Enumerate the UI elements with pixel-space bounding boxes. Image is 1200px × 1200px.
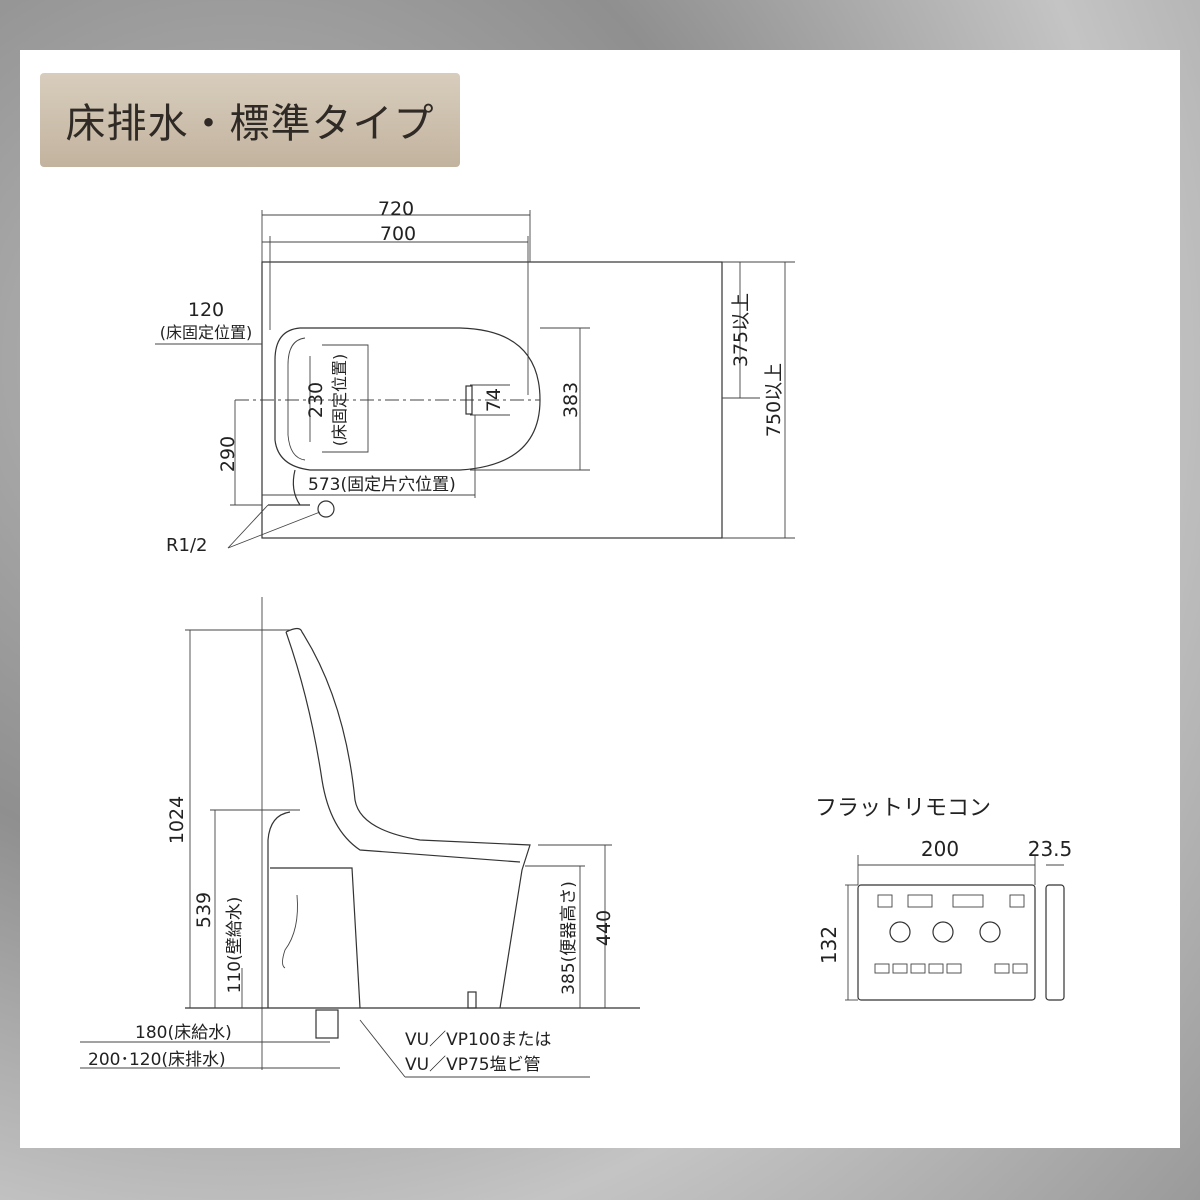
dim-180: 180(床給水) [135, 1023, 232, 1043]
remote-view: フラットリモコン 200 23.5 132 [815, 796, 1073, 1001]
drawing-line [267, 811, 361, 1009]
drawing-line [877, 894, 893, 908]
drawing-line [994, 963, 1010, 974]
dim-720: 720 [378, 198, 414, 220]
drawing-line [1009, 894, 1025, 908]
drawing-line [946, 963, 962, 974]
title-badge: 床排水・標準タイプ [40, 73, 460, 167]
dim-440: 440 [593, 910, 615, 946]
drawing-line [287, 337, 306, 461]
drawing-line [282, 894, 298, 969]
r12-label: R1/2 [166, 535, 207, 556]
dim-539: 539 [193, 892, 215, 928]
drawing-line [874, 963, 890, 974]
drawing-line [979, 921, 1001, 943]
remote-width: 200 [921, 837, 959, 861]
dim-383: 383 [560, 382, 582, 418]
dim-385: 385(便器高さ) [559, 881, 579, 995]
side-view: 1024 539 110(壁給水) 385(便器高さ) 440 180(床給水)… [80, 597, 640, 1078]
dim-74: 74 [483, 388, 505, 412]
drawing-line [910, 963, 926, 974]
drawing-line [359, 1019, 406, 1078]
drawing-line [928, 963, 944, 974]
dim-1024: 1024 [166, 796, 188, 844]
drawing-line [268, 469, 310, 506]
remote-height: 132 [817, 926, 841, 964]
drawing-line [315, 1009, 339, 1039]
dim-230: 230 [305, 382, 327, 418]
drawing-line [889, 921, 911, 943]
pipe-note-line2: VU／VP75塩ビ管 [405, 1055, 541, 1075]
drawing-line [285, 631, 521, 863]
drawing-line [317, 500, 335, 518]
drawing-line [1012, 963, 1028, 974]
dim-375: 375以上 [730, 293, 752, 367]
drawing-panel [20, 50, 1180, 1148]
drawing-line [467, 991, 477, 1009]
lid-outline [285, 627, 531, 1009]
dim-573: 573(固定片穴位置) [308, 475, 456, 495]
pipe-note-line1: VU／VP100または [405, 1030, 551, 1050]
drawing-line [465, 385, 473, 415]
toilet-outline [274, 327, 541, 471]
dim-110: 110(壁給水) [225, 897, 245, 994]
dim-200-120: 200･120(床排水) [88, 1050, 226, 1070]
drawing-line [907, 894, 933, 908]
dim-230-note: (床固定位置) [330, 354, 349, 447]
drawing-line [892, 963, 908, 974]
drawing-line [874, 963, 1028, 974]
dim-700: 700 [380, 223, 416, 245]
dim-120-note: (床固定位置) [160, 323, 253, 342]
dim-750: 750以上 [763, 363, 785, 437]
top-view: 720 700 120 (床固定位置) 230 (床固定位置) 290 74 [155, 198, 795, 556]
drawing-line [952, 894, 984, 908]
remote-depth: 23.5 [1028, 837, 1073, 861]
drawing-line [227, 504, 269, 549]
remote-side [1045, 884, 1065, 1001]
remote-front [857, 884, 1036, 1001]
drawing-line [227, 511, 321, 549]
remote-title: フラットリモコン [815, 796, 991, 821]
dim-290: 290 [217, 436, 239, 472]
drawing-line [932, 921, 954, 943]
dim-120: 120 [188, 299, 224, 321]
drawing-line [322, 344, 369, 453]
